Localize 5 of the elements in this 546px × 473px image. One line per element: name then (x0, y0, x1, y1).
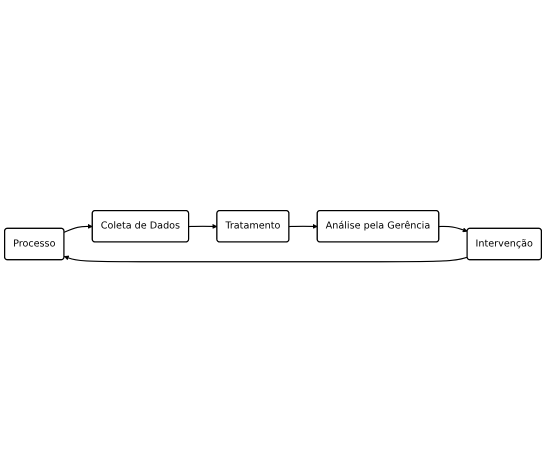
arrow (439, 226, 468, 233)
arrow (64, 224, 93, 234)
arrow (64, 256, 468, 263)
arrow (289, 224, 318, 230)
arrow (188, 224, 218, 230)
